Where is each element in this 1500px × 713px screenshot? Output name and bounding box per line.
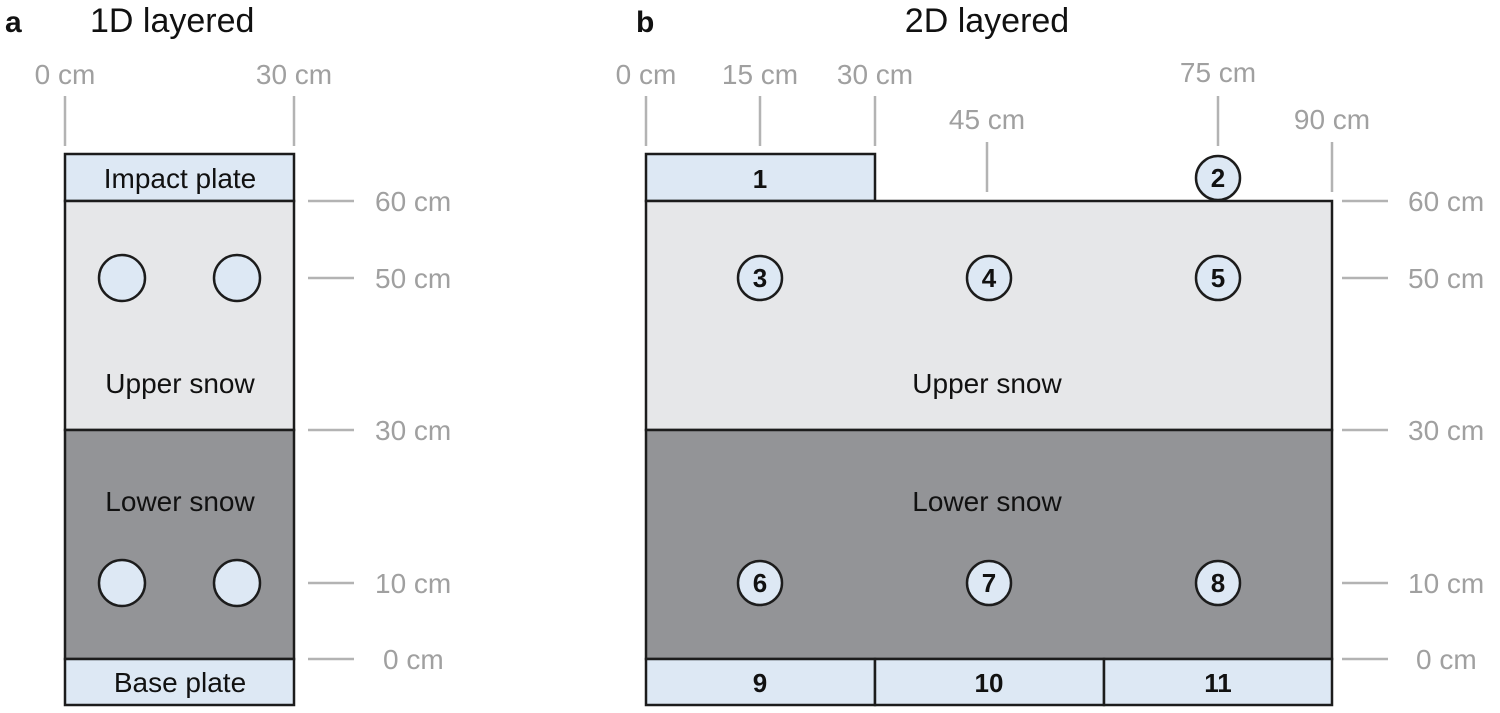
panel-a-ytick-50: 50 cm [375,263,451,294]
panel-b-ytick-60: 60 cm [1408,186,1484,217]
panel-b-ytick-50: 50 cm [1408,263,1484,294]
panel-a-xtick-30: 30 cm [256,59,332,90]
panel-b-sensor-3: 3 [736,254,784,302]
panel-a-sensor [97,253,147,303]
panel-b-sensor-7: 7 [965,559,1013,607]
panel-b-title: 2D layered [905,2,1069,40]
panel-b-ytick-0: 0 cm [1416,644,1477,675]
panel-b-sensor-6-label: 6 [753,568,767,598]
panel-b-sensor-8: 8 [1194,559,1242,607]
panel-b-ytick-30: 30 cm [1408,415,1484,446]
panel-a-ytick-0: 0 cm [383,644,444,675]
panel-b-sensor-5: 5 [1194,254,1242,302]
panel-a-sensor [212,253,262,303]
panel-b-xtick-75: 75 cm [1180,57,1256,88]
panel-b-sensor-8-label: 8 [1211,568,1225,598]
panel-b-upper-snow [644,199,1334,432]
panel-a-sensor [212,558,262,608]
panel-b-letter: b [636,6,654,39]
panel-a-title: 1D layered [90,2,254,40]
panel-b-upper-snow-label: Upper snow [912,368,1062,399]
panel-a-xtick-0: 0 cm [35,59,96,90]
panel-a-ytick-60: 60 cm [375,186,451,217]
panel-b-plate-10 [873,657,1106,707]
panel-a-upper-snow [63,199,296,432]
panel-b-plate-10-label: 10 [975,668,1004,698]
panel-b-sensor-5-label: 5 [1211,263,1225,293]
panel-b-plate-11 [1102,657,1334,707]
panel-b-xtick-90: 90 cm [1294,104,1370,135]
panel-b-xtick-30: 30 cm [837,59,913,90]
panel-a-base-plate [63,657,296,707]
panel-b-ytick-10: 10 cm [1408,568,1484,599]
panel-b-plate-11-label: 11 [1204,668,1232,698]
panel-b-sensor-4-label: 4 [982,263,997,293]
panel-b-plate-1-label: 1 [753,164,767,194]
panel-a-impact-plate-label: Impact plate [104,163,257,194]
panel-a-ytick-30: 30 cm [375,415,451,446]
panel-b-lower-snow-label: Lower snow [912,486,1062,517]
panel-a-upper-snow-label: Upper snow [105,368,255,399]
panel-a-letter: a [5,6,22,39]
panel-a-impact-plate [63,152,296,203]
panel-b-xtick-45: 45 cm [949,104,1025,135]
panel-a-lower-snow-label: Lower snow [105,486,255,517]
panel-a-lower-snow [63,428,296,661]
panel-b-plate-9-label: 9 [753,668,767,698]
panel-b-sensor-6: 6 [736,559,784,607]
panel-b-plate-9 [644,657,877,707]
panel-b-sensor-2: 2 [1194,154,1242,202]
panel-b-xtick-15: 15 cm [722,59,798,90]
panel-a-ytick-10: 10 cm [375,568,451,599]
panel-b-sensor-7-label: 7 [982,568,996,598]
panel-b-xtick-0: 0 cm [616,59,677,90]
panel-b-sensor-3-label: 3 [753,263,767,293]
panel-b-lower-snow [644,428,1334,661]
panel-a-sensor [97,558,147,608]
panel-b-sensor-4: 4 [965,254,1013,302]
panel-b-sensor-2-label: 2 [1211,163,1225,193]
panel-a-base-plate-label: Base plate [114,667,246,698]
